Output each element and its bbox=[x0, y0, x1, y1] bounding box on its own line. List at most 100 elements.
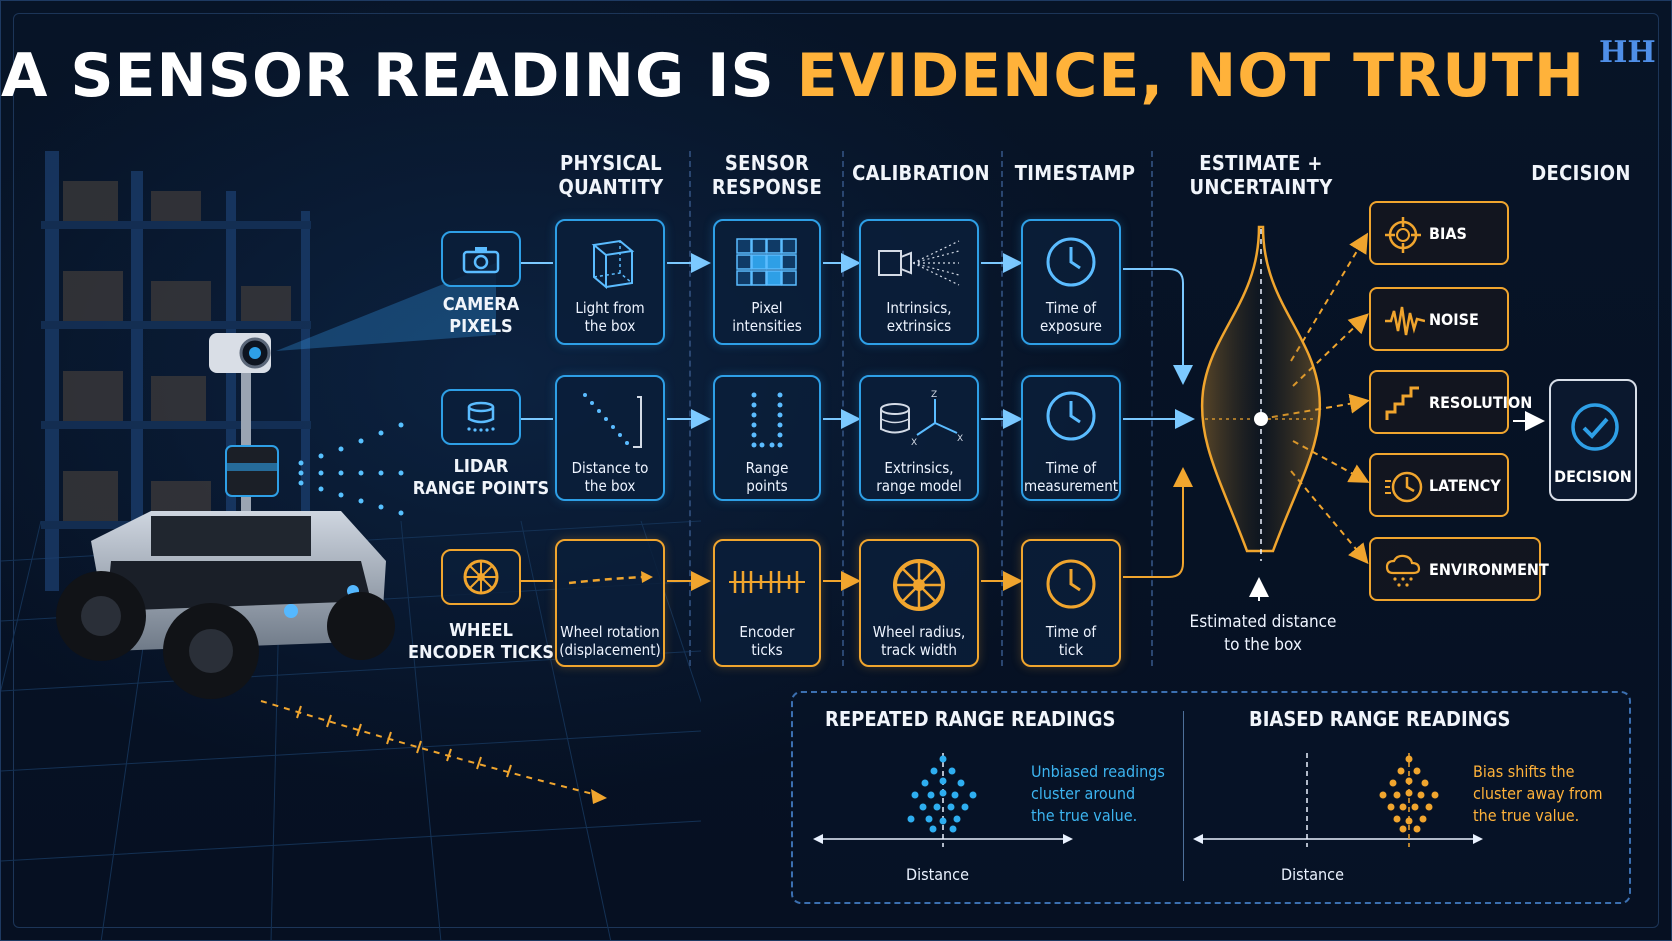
column-header-decision: DECISION bbox=[1521, 161, 1641, 185]
box-caption-line: Range bbox=[745, 459, 789, 477]
range-points-icon bbox=[751, 392, 783, 448]
title-part-orange: EVIDENCE, NOT TRUTH bbox=[796, 41, 1586, 111]
svg-text:Z: Z bbox=[931, 390, 937, 400]
svg-text:X: X bbox=[957, 434, 963, 444]
error-resolution: RESOLUTION bbox=[1369, 370, 1532, 434]
source-label-line: PIXELS bbox=[449, 316, 513, 337]
error-label: NOISE bbox=[1429, 310, 1479, 329]
column-header-line: QUANTITY bbox=[558, 175, 664, 199]
lidar-icon bbox=[467, 401, 495, 432]
camera-projection-icon bbox=[878, 240, 960, 286]
box-caption-line: measurement bbox=[1023, 477, 1119, 495]
biased-axis-label: Distance bbox=[1281, 865, 1344, 884]
column-header-line: CALIBRATION bbox=[852, 161, 990, 185]
clock-icon bbox=[1046, 237, 1096, 287]
source-label-line: ENCODER TICKS bbox=[407, 642, 555, 663]
camera-beam bbox=[276, 263, 496, 351]
column-header-line: TIMESTAMP bbox=[1014, 161, 1136, 185]
box-caption-line: ticks bbox=[751, 641, 783, 659]
box-caption-line: intensities bbox=[732, 317, 802, 335]
encoder-physical-box: Wheel rotation(displacement) bbox=[555, 539, 665, 667]
error-bias: BIAS bbox=[1369, 201, 1509, 265]
error-label: LATENCY bbox=[1429, 476, 1501, 495]
encoder-source-box bbox=[441, 549, 521, 605]
unbiased-axis-label: Distance bbox=[906, 865, 969, 884]
error-label: BIAS bbox=[1429, 224, 1467, 243]
camera-source-label: CAMERA PIXELS bbox=[421, 294, 541, 338]
column-header-estimate: ESTIMATE + UNCERTAINTY bbox=[1171, 151, 1351, 199]
box-caption-line: extrinsics bbox=[886, 317, 952, 335]
error-noise: NOISE bbox=[1369, 287, 1509, 351]
crosshair-icon bbox=[1385, 217, 1421, 253]
column-header-calibration: CALIBRATION bbox=[847, 161, 995, 185]
biased-readings-heading: BIASED RANGE READINGS bbox=[1249, 707, 1511, 731]
main-title: A SENSOR READING IS EVIDENCE, NOT TRUTH bbox=[1, 41, 1584, 111]
column-header-physical: PHYSICAL QUANTITY bbox=[541, 151, 681, 199]
estimate-caption-line: to the box bbox=[1224, 635, 1302, 655]
column-divider bbox=[1001, 151, 1003, 666]
box-caption-line: track width bbox=[881, 641, 957, 659]
wheel-icon bbox=[893, 559, 945, 611]
biased-note: Bias shifts the cluster away from the tr… bbox=[1473, 761, 1602, 827]
camera-icon bbox=[462, 247, 500, 274]
box-caption-line: (displacement) bbox=[559, 641, 661, 659]
note-line: Bias shifts the bbox=[1473, 762, 1575, 781]
column-divider bbox=[689, 151, 691, 666]
box-caption-line: Time of bbox=[1045, 459, 1097, 477]
estimate-caption: Estimated distance to the box bbox=[1173, 611, 1353, 657]
decision-label: DECISION bbox=[1554, 467, 1632, 486]
pixel-grid-icon bbox=[736, 238, 797, 286]
warehouse-shelves bbox=[41, 151, 311, 591]
note-line: cluster around bbox=[1031, 784, 1136, 803]
column-divider bbox=[1151, 151, 1153, 666]
odometry-trail bbox=[260, 700, 602, 797]
unbiased-note: Unbiased readings cluster around the tru… bbox=[1031, 761, 1165, 827]
distance-icon bbox=[583, 393, 642, 448]
rain-cloud-icon bbox=[1385, 554, 1421, 587]
note-line: the true value. bbox=[1473, 806, 1580, 825]
source-label-line: RANGE POINTS bbox=[412, 478, 550, 499]
column-header-line: DECISION bbox=[1531, 161, 1631, 185]
box-caption-line: Time of bbox=[1045, 299, 1097, 317]
box-caption-line: tick bbox=[1058, 641, 1084, 659]
noise-wave-icon bbox=[1385, 306, 1425, 336]
uncertainty-distribution bbox=[1200, 225, 1322, 561]
column-header-line: PHYSICAL bbox=[560, 151, 662, 175]
box-caption-line: Distance to bbox=[571, 459, 649, 477]
note-line: the true value. bbox=[1031, 806, 1138, 825]
dashed-arrow-icon bbox=[568, 571, 653, 585]
box-caption-line: Wheel radius, bbox=[872, 623, 966, 641]
box-caption-line: Encoder bbox=[739, 623, 795, 641]
estimate-caption-line: Estimated distance bbox=[1189, 612, 1337, 632]
lidar-source-box bbox=[441, 389, 521, 445]
column-header-timestamp: TIMESTAMP bbox=[1007, 161, 1143, 185]
box-caption-line: Intrinsics, bbox=[886, 299, 952, 317]
encoder-source-label: WHEEL ENCODER TICKS bbox=[406, 620, 556, 664]
column-header-response: SENSOR RESPONSE bbox=[697, 151, 837, 199]
robot-scene bbox=[1, 151, 701, 940]
repeated-readings-heading: REPEATED RANGE READINGS bbox=[825, 707, 1116, 731]
unbiased-scatter bbox=[813, 753, 1073, 847]
clock-icon bbox=[1046, 391, 1096, 441]
box-caption-line: the box bbox=[584, 317, 636, 335]
box-caption-line: Time of bbox=[1045, 623, 1097, 641]
panel-divider bbox=[1183, 711, 1184, 881]
error-label: ENVIRONMENT bbox=[1429, 560, 1549, 579]
column-header-line: RESPONSE bbox=[711, 175, 823, 199]
box-caption-line: range model bbox=[876, 477, 962, 495]
trail-ticks bbox=[296, 705, 512, 778]
box-caption-line: exposure bbox=[1040, 317, 1102, 335]
lidar-source-label: LIDAR RANGE POINTS bbox=[411, 456, 551, 500]
robot bbox=[56, 333, 395, 699]
check-circle-icon bbox=[1571, 403, 1619, 451]
error-label: RESOLUTION bbox=[1429, 393, 1533, 412]
source-label-line: LIDAR bbox=[453, 456, 509, 477]
wheel-icon bbox=[463, 559, 499, 595]
lidar-axes-icon: ZXX bbox=[880, 390, 963, 448]
source-label-line: WHEEL bbox=[449, 620, 513, 641]
